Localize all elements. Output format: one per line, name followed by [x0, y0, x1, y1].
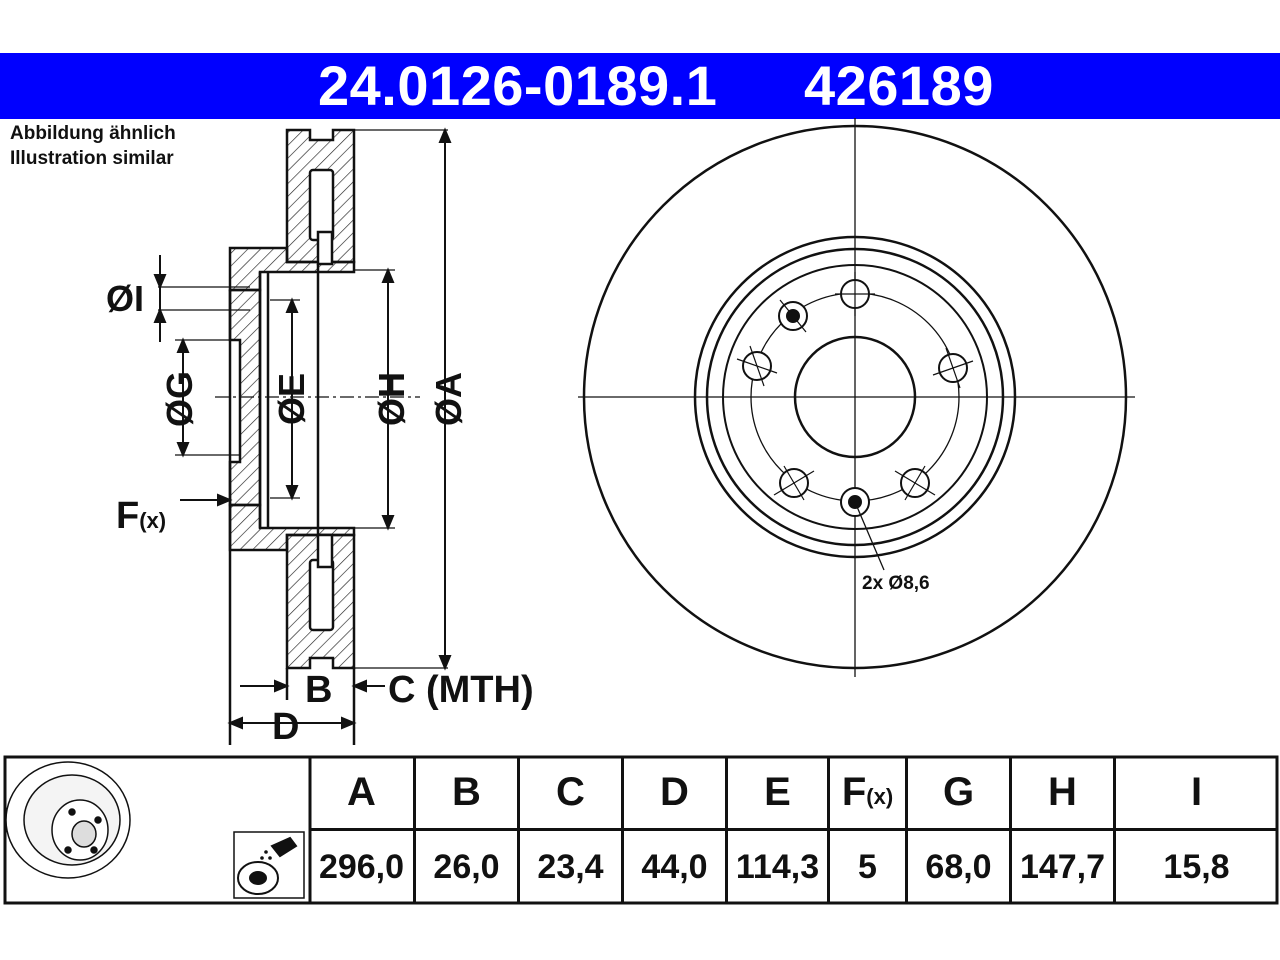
- header-bar: 24.0126-0189.1 426189: [0, 53, 1280, 119]
- disc-front-view: [578, 118, 1135, 677]
- table-header-i: I: [1116, 757, 1277, 831]
- table-value-a: 296,0: [310, 831, 416, 903]
- cooling-vanes: [308, 168, 335, 632]
- table-header-e: E: [728, 757, 830, 831]
- brake-disc-icon: [5, 761, 131, 879]
- table-header-b: B: [416, 757, 520, 831]
- label-dia-g: ØG: [159, 370, 201, 428]
- label-b: B: [305, 669, 333, 711]
- label-f-main: F: [116, 495, 140, 537]
- table-header-c: C: [520, 757, 624, 831]
- table-value-c: 23,4: [520, 831, 624, 903]
- table-value-b: 26,0: [416, 831, 520, 903]
- note-german: Abbildung ähnlich: [10, 123, 176, 144]
- label-c-mth: C (MTH): [388, 669, 534, 711]
- table-header-f: F(x): [830, 757, 908, 831]
- table-value-d: 44,0: [624, 831, 728, 903]
- table-value-f: 5: [830, 831, 908, 903]
- label-d: D: [272, 706, 300, 748]
- label-dia-e: ØE: [271, 372, 313, 426]
- label-dia-i: ØI: [106, 278, 145, 319]
- note-english: Illustration similar: [10, 148, 174, 169]
- article-number: 426189: [804, 54, 994, 117]
- label-holes: 2x Ø8,6: [862, 573, 930, 594]
- label-f: F(x): [116, 497, 166, 535]
- table-header-f-sub: (x): [866, 783, 894, 809]
- label-dia-h: ØH: [371, 372, 412, 426]
- table-value-e: 114,3: [728, 831, 830, 903]
- dimension-lines: [153, 127, 452, 730]
- brake-cleaner-spray-icon: [233, 831, 305, 899]
- label-dia-a: ØA: [428, 372, 469, 426]
- table-header-g: G: [908, 757, 1012, 831]
- table-value-g: 68,0: [908, 831, 1012, 903]
- table-value-h: 147,7: [1012, 831, 1116, 903]
- table-header-f-main: F: [841, 770, 867, 814]
- lug-hole-crosses: [736, 272, 974, 501]
- part-number: 24.0126-0189.1: [318, 54, 718, 117]
- table-header-a: A: [310, 757, 416, 831]
- table-value-i: 15,8: [1163, 847, 1230, 886]
- locating-holes: [778, 299, 885, 571]
- table-header-h: H: [1012, 757, 1116, 831]
- table-header-d: D: [624, 757, 728, 831]
- hat-outline: [228, 264, 356, 745]
- label-f-sub: (x): [139, 508, 167, 533]
